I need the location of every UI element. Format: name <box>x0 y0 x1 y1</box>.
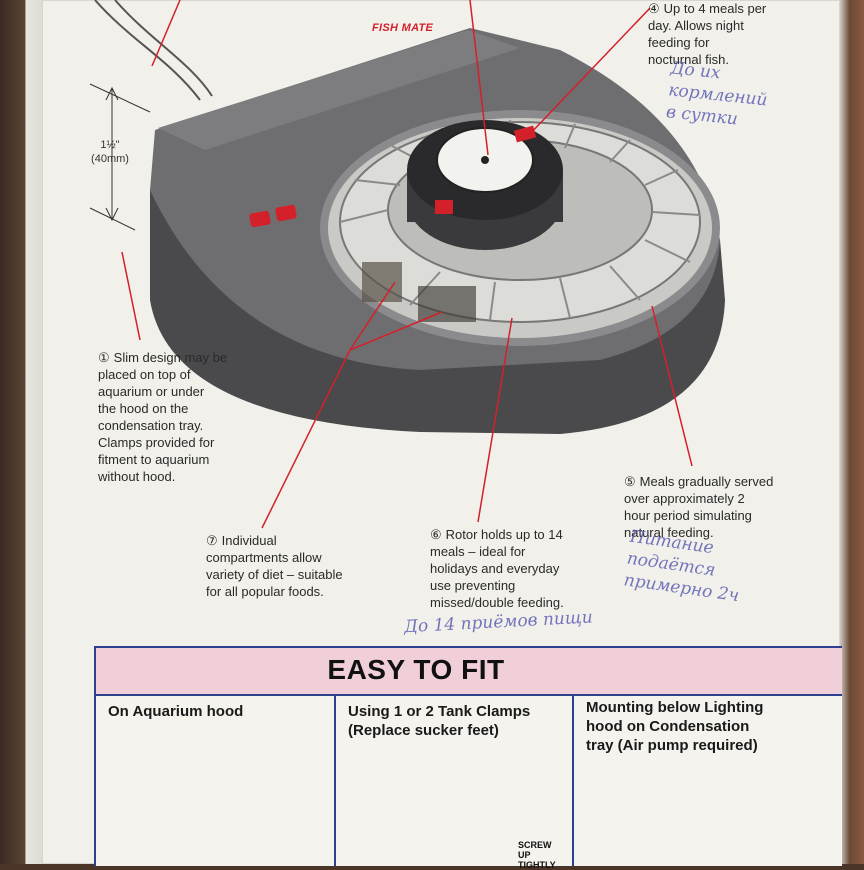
callout-number-7: ⑦ <box>206 533 218 548</box>
height-dimension-inches: 1½" <box>100 139 120 151</box>
callout-number-6: ⑥ <box>430 527 442 542</box>
callout-text-5: Meals gradually served over approximatel… <box>624 474 774 540</box>
fit-option-clamps-label: Using 1 or 2 Tank Clamps (Replace sucker… <box>348 703 531 739</box>
easy-to-fit-panel: EASY TO FIT On Aquarium hood Using 1 or … <box>94 646 842 870</box>
fit-option-hood-label: On Aquarium hood <box>108 703 244 720</box>
easy-to-fit-title: EASY TO FIT <box>327 654 505 685</box>
box-right-edge <box>840 0 864 864</box>
callout-text-7: Individual compartments allow variety of… <box>206 533 343 599</box>
callout-number-5: ⑤ <box>624 474 636 489</box>
callout-number-1: ① <box>98 350 110 365</box>
callout-number-4: ④ <box>648 1 660 16</box>
box-left-edge <box>0 0 42 864</box>
fit-option-clamps: Using 1 or 2 Tank Clamps (Replace sucker… <box>336 696 574 870</box>
callout-text-6: Rotor holds up to 14 meals – ideal for h… <box>430 527 564 610</box>
brand-logo: FISH MATE <box>372 22 434 34</box>
callout-text-1: Slim design may be placed on top of aqua… <box>98 350 228 484</box>
callout-text-4: Up to 4 meals per day. Allows night feed… <box>648 1 767 67</box>
fit-option-condensation-label: Mounting below Lighting hood on Condensa… <box>586 699 764 754</box>
fit-option-condensation-tray: Mounting below Lighting hood on Condensa… <box>574 696 842 866</box>
clamp-instruction: SCREW UP TIGHTLY <box>518 840 556 870</box>
easy-to-fit-header: EASY TO FIT <box>96 648 842 696</box>
height-dimension-mm: (40mm) <box>91 153 129 165</box>
fit-option-hood: On Aquarium hood <box>96 696 336 866</box>
height-dimension: 1½" (40mm) <box>80 138 140 166</box>
